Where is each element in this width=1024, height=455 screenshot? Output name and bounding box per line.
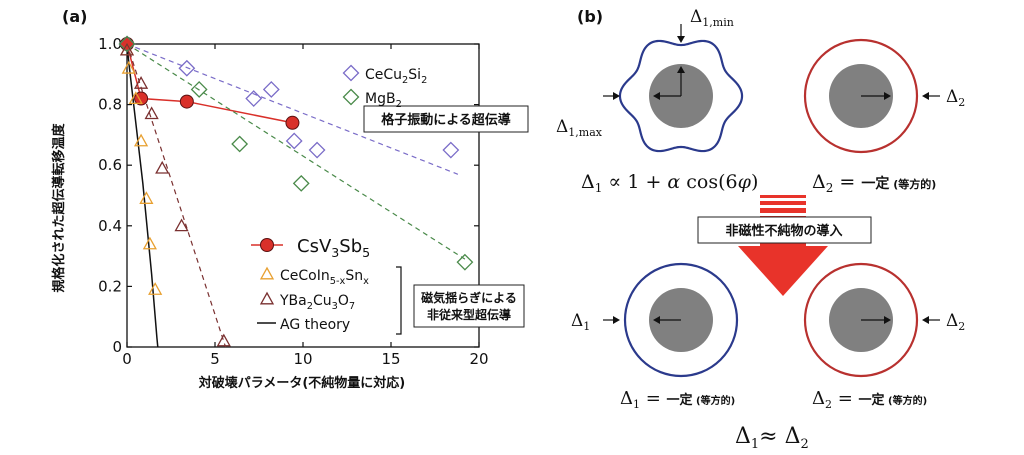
- x-axis-label: 対破壊パラメータ(不純物量に対応): [198, 375, 406, 391]
- x-tick-label: 20: [469, 350, 488, 368]
- yba2cu3o7-point: [174, 218, 189, 232]
- equation-bottom-right: Δ2 = 一定 (等方的): [812, 388, 927, 411]
- y-tick-label: 0.6: [98, 156, 122, 174]
- cecoin5-xsnx-point: [142, 236, 157, 250]
- conclusion-equation: Δ1≈ Δ2: [735, 424, 809, 452]
- legend-marker-cecoin5-xsnx: [259, 266, 275, 280]
- x-tick-label: 0: [122, 350, 132, 368]
- legend-box-unconventional: 磁気揺らぎによる 非従来型超伝導: [413, 284, 525, 328]
- legend-marker-mgb2: [342, 88, 360, 106]
- series-marks: [118, 35, 474, 347]
- legend-conventional-text: 格子振動による超伝導: [381, 112, 511, 128]
- mgb2-point: [456, 253, 474, 271]
- gap-anisotropic: [603, 24, 744, 153]
- y-tick-label: 1.0: [98, 35, 122, 53]
- legend-marker-csv3sb5: [260, 238, 274, 252]
- y-tick-label: 0: [112, 338, 122, 356]
- mgb2-point: [118, 35, 136, 53]
- cecu2si2-point: [245, 90, 263, 107]
- cecoin5-xsnx-point: [139, 191, 154, 204]
- label-delta1-bottom: Δ1: [571, 311, 590, 333]
- x-tick-label: 10: [293, 350, 312, 368]
- label-delta2-top: Δ2: [946, 87, 965, 109]
- yba2cu3o7-fit-line: [126, 43, 227, 348]
- equation-top-left: Δ1 ∝ 1 + α cos(6φ): [581, 171, 758, 195]
- cecu2si2-point: [262, 81, 280, 98]
- y-tick-label: 0.4: [98, 217, 122, 235]
- cecoin5-xsnx-point: [121, 60, 136, 74]
- gap-isotropic-bottom-left: [603, 262, 739, 378]
- legend-label-yba2cu3o7: YBa2Cu3O7: [279, 293, 355, 312]
- cecoin5-xsnx-point: [133, 133, 149, 147]
- yba2cu3o7-point: [133, 76, 149, 89]
- cecoin5-xsnx-point: [128, 91, 143, 104]
- panel-b-label: (b): [577, 7, 603, 26]
- chart-legend: CeCu2Si2MgB2CsV3Sb5CeCoIn5-xSnxYBa2Cu3O7…: [251, 64, 427, 333]
- legend-label-cecu2si2: CeCu2Si2: [365, 67, 427, 86]
- cecoin5-xsnx-point: [148, 282, 163, 295]
- cecu2si2-point: [285, 132, 303, 150]
- yba2cu3o7-point: [155, 160, 170, 174]
- isotropic-gap-contour-blue: [623, 262, 739, 378]
- transition-arrow: 非磁性不純物の導入: [697, 195, 872, 296]
- legend-unconventional-line2: 非従来型超伝導: [427, 307, 511, 322]
- mgb2-point: [190, 81, 208, 98]
- legend-unconventional-line1: 磁気揺らぎによる: [420, 290, 517, 305]
- legend-label-mgb2: MgB2: [365, 91, 402, 110]
- equation-bottom-left: Δ1 = 一定 (等方的): [620, 388, 735, 411]
- cecu2si2-point: [178, 59, 196, 77]
- label-delta1-max: Δ1,max: [556, 117, 603, 139]
- axis-ticks: 0 5 10 15 20 0 0.2 0.4 0.6 0.8 1.0: [98, 35, 488, 368]
- legend-label-cecoin5-xsnx: CeCoIn5-xSnx: [280, 268, 369, 287]
- legend-label-csv3sb5: CsV3Sb5: [297, 236, 370, 260]
- cecu2si2-point: [308, 141, 326, 159]
- yba2cu3o7-point: [119, 42, 135, 56]
- label-delta1-min: Δ1,min: [690, 7, 734, 29]
- arrow-label-box: [697, 216, 872, 244]
- mgb2-point: [292, 174, 310, 192]
- legend-bracket: [396, 266, 402, 335]
- ag-theory-line: [126, 43, 159, 348]
- legend-box-conventional: 格子振動による超伝導: [363, 105, 529, 133]
- x-tick-label: 15: [381, 350, 400, 368]
- y-tick-label: 0.8: [98, 96, 122, 114]
- x-tick-label: 5: [210, 350, 220, 368]
- yba2cu3o7-point: [216, 333, 231, 347]
- gap-isotropic-bottom-right: [803, 262, 940, 378]
- isotropic-gap-contour-red: [803, 262, 919, 378]
- equation-top-right: Δ2 = 一定 (等方的): [812, 171, 936, 195]
- arrow-label-text: 非磁性不純物の導入: [725, 223, 842, 239]
- mgb2-fit-line: [126, 43, 466, 260]
- legend-label-ag-theory: AG theory: [280, 317, 350, 333]
- legend-marker-yba2cu3o7: [259, 291, 275, 305]
- mgb2-point: [231, 135, 249, 153]
- csv3sb5-line: [126, 43, 293, 124]
- y-tick-label: 0.2: [98, 277, 122, 295]
- isotropic-gap-contour-top: [803, 38, 919, 154]
- gap-isotropic-top: [803, 38, 940, 154]
- cecu2si2-point: [442, 141, 460, 159]
- yba2cu3o7-point: [144, 106, 159, 120]
- csv3sb5-point: [285, 115, 300, 130]
- panel-a-label: (a): [62, 7, 87, 26]
- legend-marker-cecu2si2: [342, 64, 360, 82]
- y-axis-label: 規格化された超伝導転移温度: [51, 123, 67, 293]
- csv3sb5-point: [179, 94, 194, 109]
- label-delta2-bottom: Δ2: [946, 311, 965, 333]
- arrow-head: [738, 246, 828, 296]
